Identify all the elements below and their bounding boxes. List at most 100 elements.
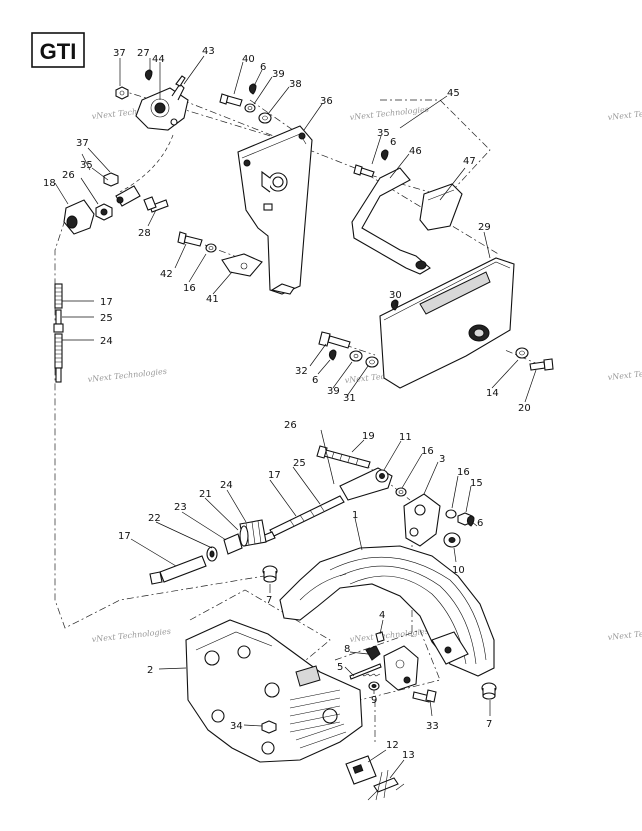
callout-7b: 7 bbox=[486, 719, 492, 730]
callout-35: 35 bbox=[80, 160, 93, 171]
callout-9: 9 bbox=[371, 695, 377, 706]
screw-7-lower bbox=[481, 682, 497, 700]
callout-28: 28 bbox=[138, 228, 151, 239]
callout-5: 5 bbox=[337, 662, 343, 673]
bracket-41 bbox=[221, 253, 263, 277]
lockwasher-6-top bbox=[248, 83, 257, 95]
callout-25b: 25 bbox=[293, 458, 306, 469]
callout-44: 44 bbox=[152, 54, 165, 65]
nut-37-top bbox=[115, 86, 129, 100]
callout-45: 45 bbox=[447, 88, 460, 99]
callout-3: 3 bbox=[439, 454, 445, 465]
washer-39-top bbox=[244, 103, 256, 113]
cover-29 bbox=[379, 257, 515, 389]
callout-37b: 37 bbox=[76, 138, 89, 149]
callout-31: 31 bbox=[343, 393, 356, 404]
callout-17: 17 bbox=[100, 297, 113, 308]
callout-45b: 35 bbox=[377, 128, 390, 139]
callout-6c: 6 bbox=[312, 375, 318, 386]
callout-18: 18 bbox=[43, 178, 56, 189]
bracket-3 bbox=[403, 493, 441, 547]
lever-46 bbox=[351, 167, 431, 275]
callout-32: 32 bbox=[295, 366, 308, 377]
connector-13 bbox=[367, 769, 405, 801]
washer-16-mid bbox=[395, 487, 407, 497]
callout-7: 7 bbox=[266, 595, 272, 606]
watermark: vNext Technologies bbox=[607, 365, 642, 382]
callout-47: 47 bbox=[463, 156, 476, 167]
callout-43: 43 bbox=[202, 46, 215, 57]
upper-bracket-44 bbox=[135, 83, 189, 131]
callout-2: 2 bbox=[147, 665, 153, 676]
watermark: vNext Technologies bbox=[607, 625, 642, 642]
callout-21: 21 bbox=[199, 489, 212, 500]
callout-6d: 6 bbox=[477, 518, 483, 529]
bolt-28 bbox=[143, 196, 169, 213]
clip-8 bbox=[365, 645, 381, 661]
screw-45 bbox=[353, 164, 375, 178]
screw-20 bbox=[529, 358, 554, 371]
lever-block bbox=[383, 645, 419, 691]
support-plate-36 bbox=[237, 125, 313, 295]
callout-labels: 37 27 44 43 40 6 39 38 36 45 35 6 46 47 … bbox=[43, 46, 531, 761]
callout-19: 19 bbox=[362, 431, 375, 442]
nut-34 bbox=[261, 720, 277, 734]
callout-30: 30 bbox=[389, 290, 402, 301]
nut-26 bbox=[95, 203, 113, 221]
lockwasher-27 bbox=[144, 69, 153, 81]
screw-7-upper bbox=[262, 565, 278, 583]
callout-37: 37 bbox=[113, 48, 126, 59]
callout-17c: 17 bbox=[118, 531, 131, 542]
watermark: vNext Technologies bbox=[349, 627, 429, 644]
callout-38: 38 bbox=[289, 79, 302, 90]
cable-end-18 bbox=[63, 199, 95, 235]
screw-40 bbox=[219, 93, 243, 107]
callout-26: 26 bbox=[62, 170, 75, 181]
clip-43 bbox=[175, 75, 186, 87]
callout-25: 25 bbox=[100, 313, 113, 324]
lockwasher-6-right bbox=[380, 149, 389, 161]
lockwasher-6-cover bbox=[328, 349, 337, 361]
spring-5 bbox=[349, 663, 382, 680]
spacer-10 bbox=[443, 532, 461, 548]
callout-11: 11 bbox=[399, 432, 412, 443]
lockwasher-6-bracket bbox=[466, 515, 475, 527]
callout-39: 39 bbox=[272, 69, 285, 80]
callout-16c: 16 bbox=[457, 467, 470, 478]
callout-6: 6 bbox=[260, 62, 266, 73]
callout-12: 12 bbox=[386, 740, 399, 751]
washer-38 bbox=[258, 112, 272, 124]
washer-9 bbox=[368, 681, 380, 691]
bolt-32 bbox=[318, 331, 351, 349]
clip-23 bbox=[223, 533, 243, 555]
cable-17-lower bbox=[149, 555, 207, 585]
callout-17b: 17 bbox=[268, 470, 281, 481]
callout-29: 29 bbox=[478, 222, 491, 233]
callout-39b: 39 bbox=[327, 386, 340, 397]
callout-4: 4 bbox=[379, 610, 385, 621]
callout-8: 8 bbox=[344, 644, 350, 655]
rod-26-25-17-24 bbox=[261, 495, 345, 543]
callout-16: 16 bbox=[183, 283, 196, 294]
washer-39-cover bbox=[349, 350, 363, 362]
joint-35 bbox=[115, 185, 141, 207]
screw-42 bbox=[177, 231, 203, 247]
callout-10: 10 bbox=[452, 565, 465, 576]
callout-27: 27 bbox=[137, 48, 150, 59]
callout-6b: 6 bbox=[390, 137, 396, 148]
callout-16b: 16 bbox=[421, 446, 434, 457]
washer-31 bbox=[365, 356, 379, 368]
callout-46: 46 bbox=[409, 146, 422, 157]
callout-24: 24 bbox=[100, 336, 113, 347]
bolt-19 bbox=[316, 445, 371, 469]
callout-20: 20 bbox=[518, 403, 531, 414]
callout-41: 41 bbox=[206, 294, 219, 305]
lockwasher-30 bbox=[390, 299, 399, 311]
housing-2 bbox=[185, 619, 363, 763]
washer-14 bbox=[515, 347, 529, 359]
callout-13: 13 bbox=[402, 750, 415, 761]
model-badge-text: GTI bbox=[40, 39, 77, 64]
callout-33: 33 bbox=[426, 721, 439, 732]
callout-34: 34 bbox=[230, 721, 243, 732]
